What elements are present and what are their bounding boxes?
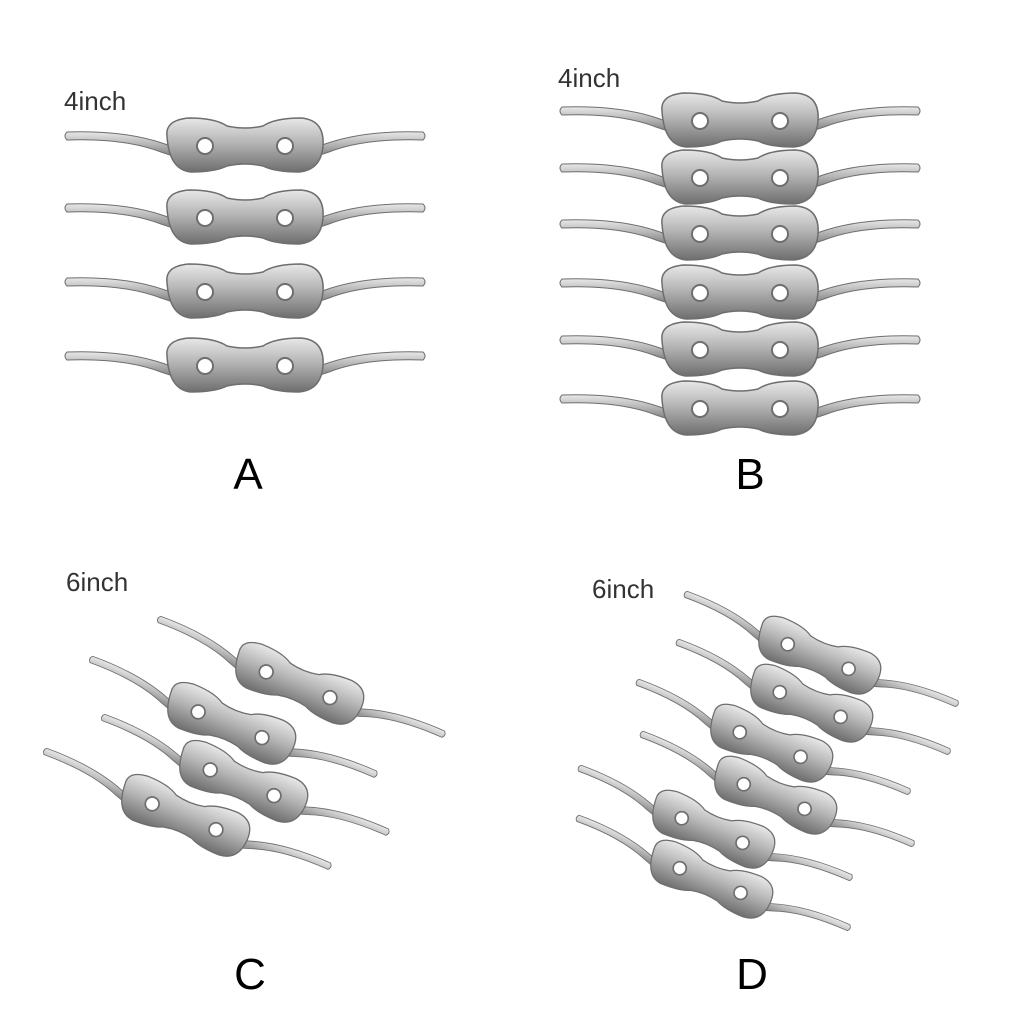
screw-hole [276, 283, 294, 301]
option-c-panel: 6inch C [0, 510, 510, 1020]
screw-hole [797, 801, 812, 817]
cleat [101, 713, 390, 836]
cleat [64, 117, 426, 173]
cleat-horns [577, 764, 853, 882]
screw-hole [733, 885, 748, 901]
screw-hole [190, 704, 206, 720]
size-label: 4inch [558, 63, 621, 93]
cleat-base [661, 205, 819, 261]
screw-hole [276, 137, 294, 155]
screw-hole [736, 776, 752, 792]
screw-hole [691, 284, 709, 302]
cleat [559, 149, 921, 205]
screw-hole [771, 284, 789, 302]
screw-hole [793, 749, 808, 765]
cleat-base [661, 92, 819, 148]
cleat-horns [575, 814, 851, 932]
cleat-group-image [559, 92, 921, 436]
cleat [64, 263, 426, 319]
screw-hole [196, 357, 214, 375]
cleat [64, 337, 426, 393]
screw-hole [276, 357, 294, 375]
cleat-base [661, 380, 819, 436]
screw-hole [674, 810, 690, 826]
screw-hole [780, 636, 796, 652]
screw-hole [771, 225, 789, 243]
screw-hole [672, 860, 688, 876]
size-label: 6inch [592, 574, 655, 604]
cleat-group-image [575, 590, 959, 932]
cleat [559, 92, 921, 148]
screw-hole [772, 684, 788, 700]
screw-hole [841, 661, 856, 677]
cleat [157, 615, 446, 738]
screw-hole [144, 796, 160, 812]
cleat [575, 814, 851, 932]
cleat-base [166, 117, 324, 173]
option-letter: D [736, 950, 768, 999]
cleat [675, 638, 951, 756]
cleat [559, 380, 921, 436]
screw-hole [691, 341, 709, 359]
screw-hole [732, 724, 748, 740]
screw-hole [196, 209, 214, 227]
cleat [64, 189, 426, 245]
option-letter: A [233, 450, 263, 499]
cleat [635, 678, 911, 796]
cleat-horns [675, 638, 951, 756]
cleat-horns [683, 590, 959, 708]
cleat [559, 321, 921, 377]
cleat-base [661, 149, 819, 205]
screw-hole [196, 283, 214, 301]
cleat [43, 747, 332, 870]
screw-hole [691, 400, 709, 418]
cleat [577, 764, 853, 882]
cleat-group-image [64, 117, 426, 393]
screw-hole [196, 137, 214, 155]
screw-hole [735, 835, 750, 851]
screw-hole [202, 762, 218, 778]
option-letter: B [735, 450, 765, 499]
option-d-panel: 6inch D [510, 510, 1020, 1020]
cleat-base [661, 321, 819, 377]
screw-hole [208, 821, 224, 838]
cleat-base [166, 189, 324, 245]
cleat [559, 264, 921, 320]
screw-hole [266, 787, 282, 804]
cleat-base [166, 263, 324, 319]
cleat [639, 730, 915, 848]
cleat-horns [635, 678, 911, 796]
screw-hole [691, 112, 709, 130]
option-b-panel: 4inch B [510, 0, 1020, 510]
cleat [89, 655, 378, 778]
screw-hole [254, 729, 270, 746]
cleat-base [661, 264, 819, 320]
screw-hole [322, 689, 338, 706]
size-label: 4inch [64, 86, 127, 116]
screw-hole [771, 400, 789, 418]
screw-hole [691, 225, 709, 243]
screw-hole [771, 341, 789, 359]
cleat [683, 590, 959, 708]
screw-hole [691, 169, 709, 187]
option-letter: C [234, 950, 266, 999]
screw-hole [771, 169, 789, 187]
cleat [559, 205, 921, 261]
option-a-panel: 4inch A [0, 0, 510, 510]
cleat-horns [639, 730, 915, 848]
size-label: 6inch [66, 567, 129, 597]
screw-hole [258, 664, 274, 680]
cleat-base [166, 337, 324, 393]
screw-hole [276, 209, 294, 227]
cleat-group-image [43, 615, 446, 870]
screw-hole [833, 709, 848, 725]
screw-hole [771, 112, 789, 130]
